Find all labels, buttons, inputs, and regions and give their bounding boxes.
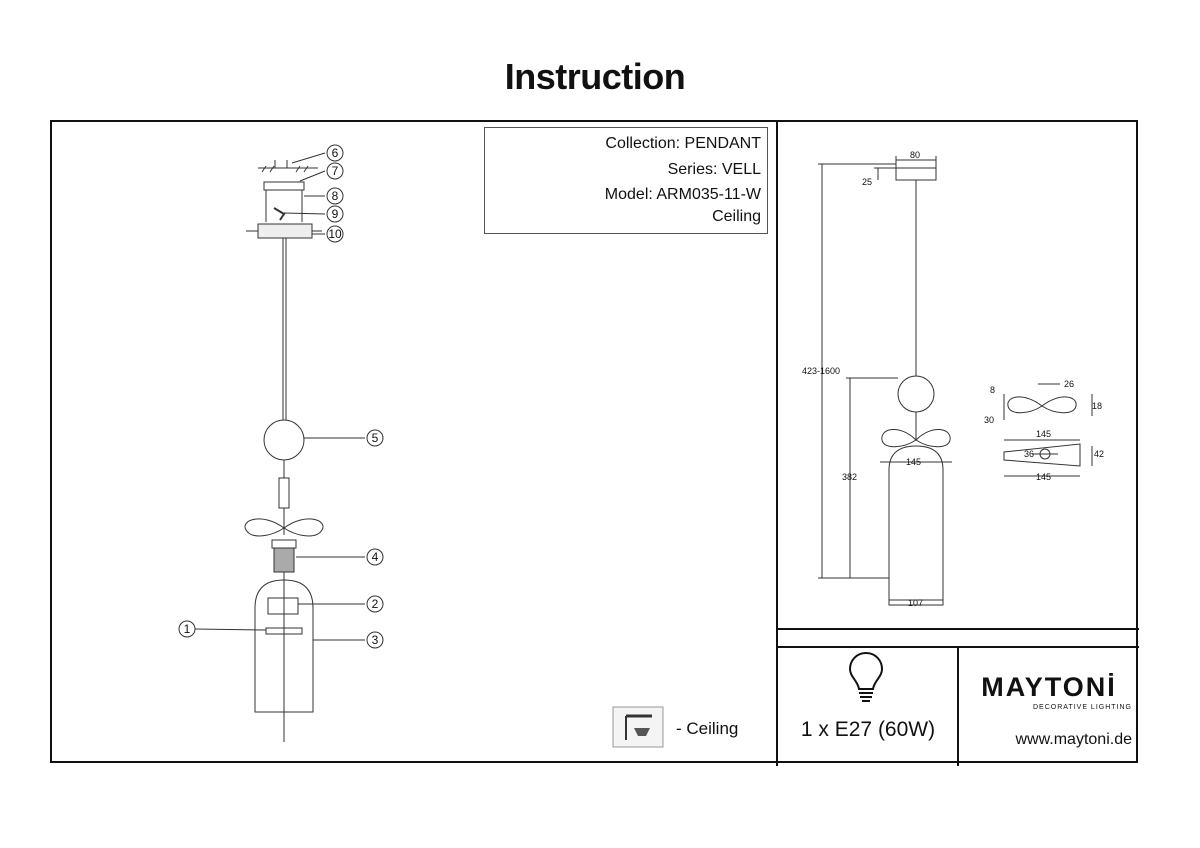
brand-url[interactable]: www.maytoni.de — [1015, 731, 1133, 748]
part-number-1: 1 — [184, 622, 191, 636]
part-number-9: 9 — [332, 207, 339, 221]
dim-detail-145-bottom: 145 — [1036, 472, 1051, 482]
part-number-7: 7 — [332, 164, 339, 178]
dim-detail-36: 36 — [1024, 449, 1034, 459]
part-number-10: 10 — [328, 227, 342, 241]
divider — [777, 628, 1139, 630]
part-number-8: 8 — [332, 189, 339, 203]
mount-legend-label: - Ceiling — [676, 719, 739, 738]
brand-logo: MAYTONİ — [981, 672, 1117, 702]
dim-detail-145-top: 145 — [1036, 429, 1051, 439]
divider — [776, 120, 778, 766]
divider — [957, 647, 959, 766]
dim-bow-width: 145 — [906, 457, 921, 467]
dim-total-height: 423-1600 — [802, 366, 840, 376]
ceiling-mount-icon — [612, 706, 664, 748]
lightbulb-icon — [848, 651, 884, 702]
dimension-diagram: 80 25 423-1600 382 145 107 8 26 30 18 14… — [802, 150, 1104, 608]
model-label: Model: ARM035-11-W — [604, 186, 761, 203]
part-number-4: 4 — [372, 550, 379, 564]
page-title: Instruction — [504, 56, 686, 97]
part-number-2: 2 — [372, 597, 379, 611]
series-label: Series: VELL — [667, 161, 761, 178]
bulb-spec: 1 x E27 (60W) — [800, 718, 936, 741]
dim-detail-26: 26 — [1064, 379, 1074, 389]
dim-detail-42: 42 — [1094, 449, 1104, 459]
dim-shade-width: 107 — [908, 598, 923, 608]
dim-body-height: 382 — [842, 472, 857, 482]
product-info-box: Collection: PENDANT Series: VELL Model: … — [484, 127, 768, 234]
drawing-frame — [50, 120, 1138, 763]
dim-detail-30: 30 — [984, 415, 994, 425]
brand-tagline: DECORATIVE LIGHTING — [1033, 704, 1132, 711]
part-number-3: 3 — [372, 633, 379, 647]
mount-type-label: Ceiling — [712, 208, 761, 225]
part-number-5: 5 — [372, 431, 379, 445]
dim-canopy-height: 25 — [862, 177, 872, 187]
collection-label: Collection: PENDANT — [605, 135, 761, 152]
dim-detail-18: 18 — [1092, 401, 1102, 411]
exploded-view-diagram: 6 7 8 9 10 5 4 2 3 1 — [178, 144, 384, 742]
dim-detail-8: 8 — [990, 385, 995, 395]
dim-canopy-width: 80 — [910, 150, 920, 160]
part-number-6: 6 — [332, 146, 339, 160]
